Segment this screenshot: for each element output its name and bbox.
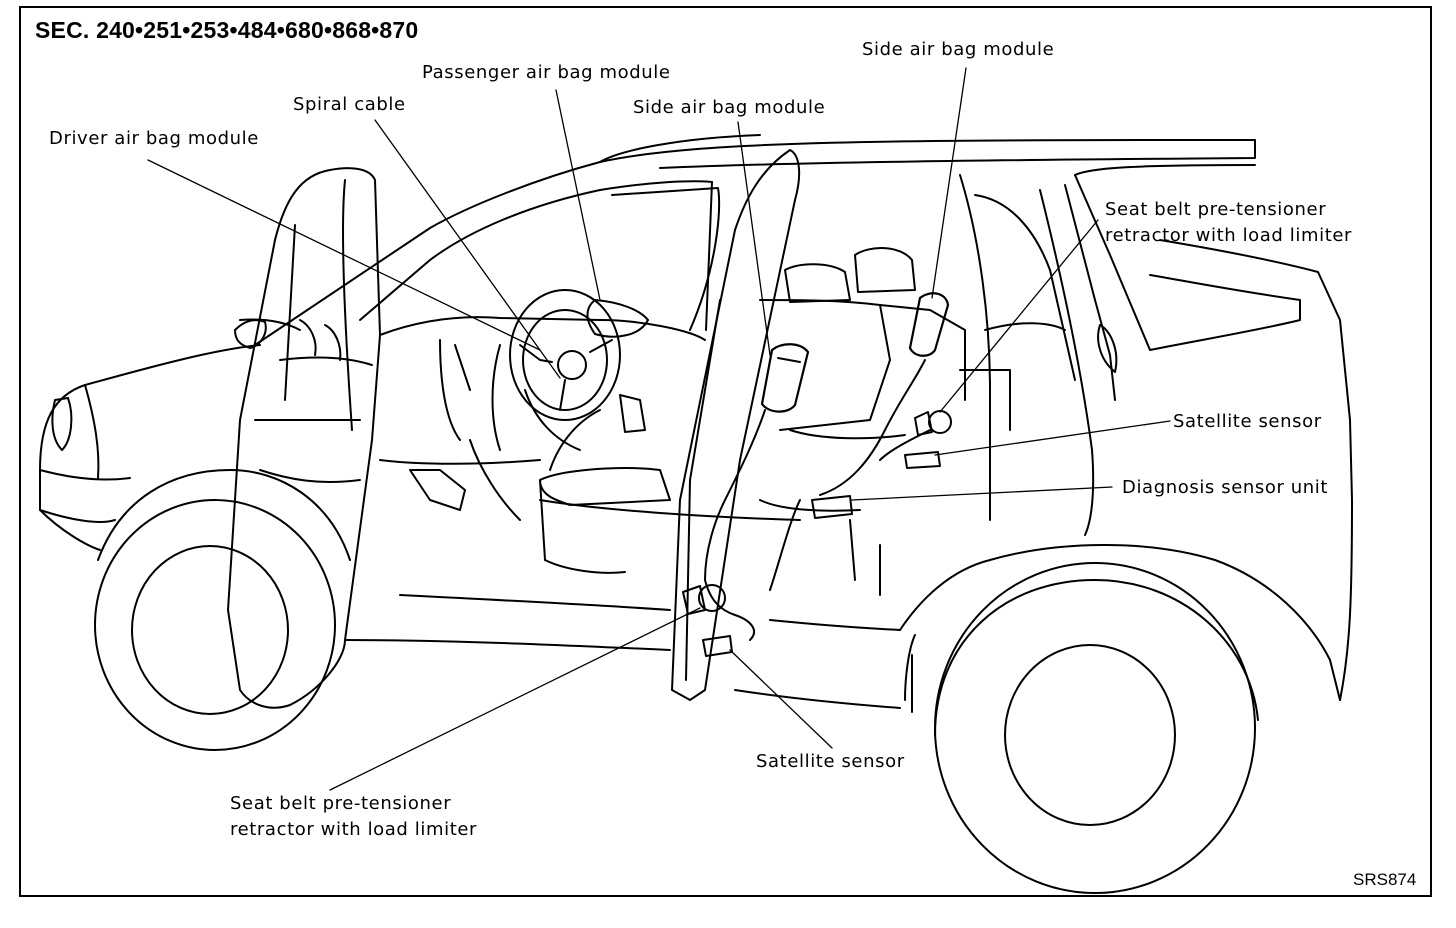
label-side-air-bag-module-rear: Side air bag module — [862, 39, 1055, 60]
leader-side-air-bag-rear — [931, 67, 967, 299]
figure-code: SRS874 — [1353, 870, 1417, 889]
leader-satellite-sensor-bottom — [729, 649, 833, 749]
label-passenger-air-bag-module: Passenger air bag module — [422, 62, 671, 83]
label-line-1: Seat belt pre-tensioner — [230, 793, 452, 814]
leader-satellite-sensor-right — [934, 420, 1171, 456]
leader-seat-belt-rear — [939, 219, 1099, 413]
leader-spiral-cable — [374, 119, 561, 379]
floor-line — [539, 499, 801, 521]
dashboard-and-steering — [379, 289, 706, 521]
leader-seat-belt-front — [329, 607, 701, 791]
rear-wheel — [934, 562, 1259, 894]
b-pillar — [671, 149, 801, 701]
label-spiral-cable: Spiral cable — [293, 94, 406, 115]
label-line-2: retractor with load limiter — [1105, 225, 1353, 246]
rear-seat — [759, 247, 1066, 596]
label-line-1: Seat belt pre-tensioner — [1105, 199, 1327, 220]
leader-lines — [147, 67, 1171, 791]
car-body-outline — [39, 134, 1353, 713]
front-passenger-seat — [539, 409, 671, 574]
figure-frame — [19, 6, 1432, 897]
label-driver-air-bag-module: Driver air bag module — [49, 128, 259, 149]
srs-components — [682, 292, 952, 657]
front-wheel — [94, 469, 351, 751]
label-satellite-sensor-bottom: Satellite sensor — [756, 751, 905, 772]
label-side-air-bag-module-front: Side air bag module — [633, 97, 826, 118]
section-reference: SEC. 240•251•253•484•680•868•870 — [35, 17, 419, 43]
label-seat-belt-pretensioner-rear: Seat belt pre-tensioner retractor with l… — [1105, 197, 1352, 249]
label-line-2: retractor with load limiter — [230, 819, 478, 840]
leader-side-air-bag-front — [737, 121, 771, 356]
label-satellite-sensor-right: Satellite sensor — [1173, 411, 1322, 432]
leader-driver-air-bag — [147, 159, 541, 351]
open-front-door — [227, 167, 381, 709]
leader-diagnosis-unit — [851, 486, 1113, 501]
label-seat-belt-pretensioner-front: Seat belt pre-tensioner retractor with l… — [230, 791, 477, 843]
leader-passenger-air-bag — [555, 89, 601, 301]
label-diagnosis-sensor-unit: Diagnosis sensor unit — [1122, 477, 1329, 498]
